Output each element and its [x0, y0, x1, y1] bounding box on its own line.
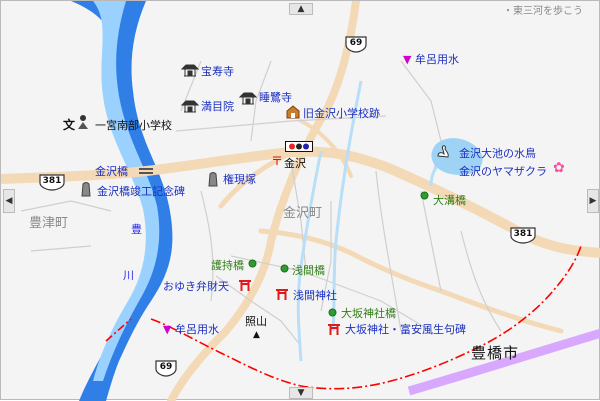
kyu-kanazawa-school-label[interactable]: 旧金沢小学校跡 [303, 107, 380, 120]
route-69-shield-bottom: 69 [154, 359, 178, 377]
route-shield-icon [39, 174, 65, 191]
teruyama-label[interactable]: 照山 [245, 315, 267, 328]
town-kanazawa-label: 金沢町 [283, 206, 323, 221]
ichinomiya-school-label[interactable]: 一宮南部小学校 [95, 119, 172, 132]
route-shield-icon [155, 360, 177, 377]
muro-top-label[interactable]: 牟呂用水 [415, 53, 459, 66]
temple-icon [239, 92, 257, 105]
swan-icon [437, 145, 449, 158]
senma-shrine-label[interactable]: 浅間神社 [293, 289, 337, 302]
torii-icon [239, 280, 251, 291]
oyuki-benzaiten-label[interactable]: おゆき弁財天 [163, 280, 229, 293]
muro-bottom-label[interactable]: 牟呂用水 [175, 323, 219, 336]
monument-icon [208, 172, 218, 187]
water-channel-marker-icon: ▼ [403, 53, 412, 66]
route-69-top-label: 69 [349, 38, 363, 48]
monument-icon [81, 182, 91, 197]
town-toyotsu-label: 豊津町 [29, 216, 69, 231]
city-boundary [150, 245, 582, 390]
post-office-icon: 〒 [271, 154, 284, 168]
torii-icon [276, 289, 288, 300]
route-shield-icon [510, 227, 536, 244]
suirokuji-label[interactable]: 睡鷺寺 [259, 91, 292, 104]
station-icon [285, 141, 313, 152]
school-icon: 文 [63, 118, 76, 132]
bridge-point-icon [420, 191, 429, 200]
ohmizo-bridge-label[interactable]: 大溝橋 [433, 194, 466, 207]
gongenzuka-label[interactable]: 権現塚 [223, 173, 256, 186]
kanazawa-station-label[interactable]: 金沢 [284, 157, 306, 170]
temple-icon [181, 100, 199, 113]
mankuin-label[interactable]: 満目院 [201, 100, 234, 113]
nav-south-button[interactable]: ▼ [289, 387, 313, 399]
bridge-point-icon [248, 259, 257, 268]
gomochi-bridge-label[interactable]: 護持橋 [211, 259, 244, 272]
kanazawa-bridge-monument-label[interactable]: 金沢橋竣工記念碑 [97, 185, 185, 198]
osaka-shrine-label[interactable]: 大坂神社・富安風生句碑 [345, 323, 466, 336]
route-69-bottom-label: 69 [159, 362, 173, 372]
houjuji-label[interactable]: 宝寿寺 [201, 65, 234, 78]
senma-bridge-label[interactable]: 浅間橋 [292, 264, 325, 277]
nav-east-button[interactable]: ▶ [587, 189, 599, 213]
credit-label: ・東三河を歩こう [503, 6, 583, 17]
cherry-blossom-icon: ✿ [553, 160, 565, 176]
yamazakura-label[interactable]: 金沢のヤマザクラ [459, 165, 547, 178]
temple-icon [181, 64, 199, 77]
route-69-shield-top: 69 [344, 35, 368, 53]
railway [407, 328, 600, 396]
nav-west-button[interactable]: ◀ [3, 189, 15, 213]
city-toyohashi-label: 豊橋市 [471, 344, 520, 362]
bridge-point-icon [280, 264, 289, 273]
route-381-right-label: 381 [513, 229, 533, 239]
toyokawa-river [71, 1, 173, 401]
route-381-shield-left: 381 [38, 173, 66, 191]
statue-icon [78, 115, 88, 129]
bridge-icon [139, 168, 153, 174]
osaka-bridge-label[interactable]: 大坂神社橋 [341, 307, 396, 320]
kanazawa-bridge-label[interactable]: 金沢橋 [95, 165, 128, 178]
torii-icon [328, 324, 340, 335]
bridge-point-icon [328, 308, 337, 317]
nav-north-button[interactable]: ▲ [289, 3, 313, 15]
kanazawa-ike-birds-label[interactable]: 金沢大池の水鳥 [459, 147, 536, 160]
river-label-1: 豊 [131, 223, 142, 236]
river-label-2: 川 [123, 269, 134, 282]
route-381-shield-right: 381 [509, 226, 537, 244]
route-381-left-label: 381 [42, 176, 62, 186]
mountain-icon: ▲ [253, 330, 260, 340]
building-icon [286, 105, 300, 119]
water-channel-marker-icon: ▼ [163, 323, 172, 336]
road-69 [167, 1, 360, 401]
route-shield-icon [345, 36, 367, 53]
